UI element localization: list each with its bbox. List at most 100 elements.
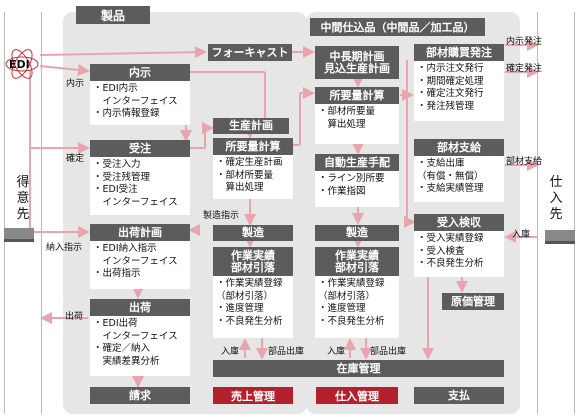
ukeire-header: 受入検収 [414,214,504,231]
sagyo-left-line: ・不良発生分析 [216,315,283,327]
supplier-column [537,12,575,414]
buzai-kounyu-line: ・内示注文発行 [417,63,484,74]
buzai-kounyu-body: ・内示注文発行 ・期間確定処理 ・確定注文発行 ・発注残管理 [414,61,504,121]
sagyo-mid-title: 部材引落 [335,260,379,274]
naiji-line: ・EDI内示 [93,83,138,94]
zaiko-box: 在庫管理 [213,360,504,377]
buzai-shikyu-line: （有償・無償） [417,170,484,182]
naiji-body: ・EDI内示 インターフェイス ・内示情報登録 [90,81,190,125]
sagyo-mid-line: ・不良発生分析 [318,315,385,327]
sagyo-left-line: ・進度管理 [216,303,264,314]
sagyo-mid-line: （部材引落） [318,290,376,302]
shoyoryo-left-body: ・確定生産計画 ・部材所要量 算出処理 [213,155,293,199]
shukka-header: 出荷 [90,299,190,316]
sagyo-left-line: ・作業実績登録 [216,278,283,289]
naiji-line: インターフェイス [93,95,178,107]
label-seizo-shiji: 製造指示 [203,211,240,221]
label-buhin-left: 部品出庫 [268,347,305,357]
buzai-kounyu-header: 部材購買発注 [414,44,504,61]
label-naiji: 内示 [66,79,85,89]
shukka-keikaku-line: ・出荷指示 [93,268,141,279]
supplier-char-3: 先 [549,207,563,222]
sagyo-mid-line: ・進度管理 [318,303,366,314]
juchu-body: ・受注入力 ・受注残管理 ・EDI受注 インターフェイス [90,157,190,215]
label-kakutei-hacchu: 確定発注 [506,64,543,74]
shukka-keikaku-line: ・EDI納入指示 [93,243,157,254]
genka-box: 原価管理 [442,293,504,310]
seikyu-box: 請求 [90,387,190,404]
shoyoryo-left-line: 算出処理 [216,182,264,193]
label-nyuko-left: 入庫 [221,347,240,357]
label-buhin-mid: 部品出庫 [370,347,407,357]
supplier-label: 仕 入 先 [537,175,575,223]
sagyo-left-body: ・作業実績登録 （部材引落） ・進度管理 ・不良発生分析 [213,276,293,338]
customer-column [4,12,42,414]
buzai-shikyu-line: ・支給実績管理 [417,183,484,194]
chuchoki-line: 中長期計画 [329,49,385,63]
label-nyuko-mid: 入庫 [327,347,346,357]
edi-label: EDI [9,58,30,71]
ukeire-line: ・受入検査 [417,245,465,257]
supplier-building-icon [545,230,575,244]
juchu-line: インターフェイス [93,196,178,208]
forecast-box: フォーキャスト [208,44,292,61]
shoyoryo-mid-line: ・部材所要量 [318,106,376,117]
buzai-kounyu-line: ・期間確定処理 [417,75,484,87]
shukka-body: ・EDI出荷 インターフェイス ・確定／納入 実績差異分析 [90,316,190,376]
label-kakutei: 確定 [66,154,85,164]
product-header: 製品 [76,6,150,24]
edi-globe-icon [4,46,40,82]
jidou-body: ・ライン別所要 ・作業指図 [315,171,399,207]
sagyo-mid-header: 作業実績 部材引落 [315,247,399,276]
sagyo-mid-title: 作業実績 [335,248,379,262]
customer-char-2: 意 [16,191,30,206]
label-buzai-shikyu: 部材支給 [506,157,543,167]
seizo-left-box: 製造 [213,225,293,241]
buzai-shikyu-header: 部材支給 [414,139,504,156]
sagyo-mid-line: ・作業実績登録 [318,278,385,289]
label-nyuko-right: 入庫 [512,230,531,240]
shiire-box: 仕入管理 [316,387,398,404]
shukka-line: インターフェイス [93,330,178,342]
jidou-line: ・ライン別所要 [318,173,385,184]
sagyo-left-line: （部材引落） [216,290,274,302]
chuchoki-box: 中長期計画 見込生産計画 [315,46,399,79]
chuchoki-line: 見込生産計画 [324,61,390,75]
juchu-line: ・EDI受注 [93,184,138,195]
shoyoryo-left-line: ・部材所要量 [216,169,274,181]
juchu-line: ・受注入力 [93,159,141,170]
customer-label: 得 意 先 [4,175,42,223]
buzai-shikyu-line: ・支給出庫 [417,158,465,169]
buzai-kounyu-line: ・確定注文発行 [417,88,484,99]
label-naiji-hacchu: 内示発注 [506,37,543,47]
naiji-header: 内示 [90,64,190,81]
sagyo-left-title: 部材引落 [231,260,275,274]
seisan-keikaku-box: 生産計画 [213,118,289,134]
jidou-header: 自動生産手配 [315,154,399,171]
ukeire-line: ・受入実績登録 [417,233,484,244]
intermediate-header: 中間仕込品（中間品／加工品） [310,18,485,36]
seizo-mid-box: 製造 [315,225,399,241]
customer-building-icon [4,228,34,242]
sagyo-mid-body: ・作業実績登録 （部材引落） ・進度管理 ・不良発生分析 [315,276,399,338]
shoyoryo-mid-line: 算出処理 [318,118,366,130]
shoyoryo-mid-body: ・部材所要量 算出処理 [315,104,399,144]
sagyo-left-title: 作業実績 [231,248,275,262]
uriage-box: 売上管理 [213,387,293,404]
customer-char-3: 先 [16,207,30,222]
shukka-line: ・EDI出荷 [93,318,138,329]
ukeire-line: ・不良発生分析 [417,258,484,269]
shukka-keikaku-header: 出荷計画 [90,224,190,241]
supplier-char-1: 仕 [549,175,563,190]
customer-char-1: 得 [16,175,30,190]
shoyoryo-mid-header: 所要量計算 [315,87,399,104]
shukka-line: ・確定／納入 [93,343,151,354]
juchu-line: ・受注残管理 [93,171,151,183]
shiharai-box: 支払 [414,387,504,404]
label-nounyu: 納入指示 [46,243,83,253]
sagyo-left-header: 作業実績 部材引落 [213,247,293,276]
shukka-keikaku-body: ・EDI納入指示 インターフェイス ・出荷指示 [90,241,190,289]
buzai-kounyu-line: ・発注残管理 [417,100,475,112]
jidou-line: ・作業指図 [318,185,366,197]
shoyoryo-left-header: 所要量計算 [213,138,293,155]
